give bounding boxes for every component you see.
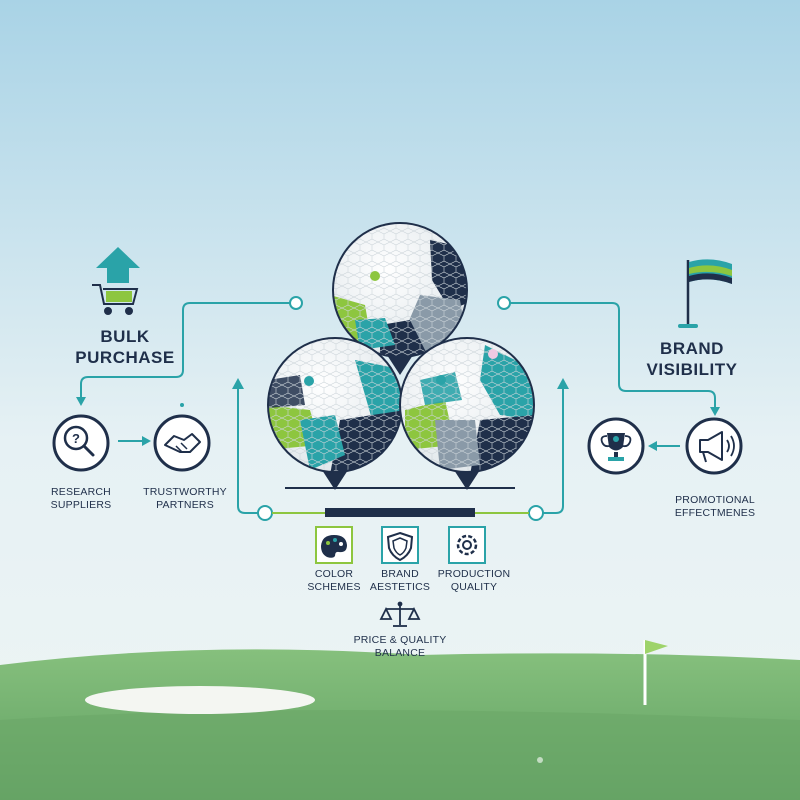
color-schemes-label: COLOR SCHEMES [300,568,368,594]
magnifier-question-icon: ? [52,414,110,472]
palette-icon [315,526,353,564]
scales-icon [379,601,421,627]
shield-icon [381,526,419,564]
handshake-icon [153,414,211,472]
connector-arrowheads [76,378,720,451]
platform-bar [325,508,475,517]
research-suppliers-label: RESEARCH SUPPLIERS [50,486,112,511]
price-quality-line1: PRICE & QUALITY [353,634,447,646]
brand-aestetics-line2: AESTETICS [369,581,431,593]
connector-nodes [257,296,544,521]
brand-aestetics-label: BRAND AESTETICS [364,568,436,594]
golf-ball-right [399,337,535,473]
sparkle [537,757,543,763]
bulk-purchase-line2: PURCHASE [75,348,175,367]
golf-ball-top [332,222,468,358]
up-arrow-icon [96,247,140,283]
bulk-purchase-line1: BULK [100,327,150,346]
bulk-purchase-title: BULK PURCHASE [70,326,180,368]
megaphone-icon [685,417,743,475]
gear-icon [448,526,486,564]
svg-text:?: ? [72,431,80,446]
production-quality-line1: PRODUCTION [437,568,511,580]
trophy-icon [587,417,645,475]
color-schemes-line2: SCHEMES [307,581,361,593]
color-schemes-line1: COLOR [314,568,354,580]
sand-bunker [85,686,315,714]
brand-visibility-line2: VISIBILITY [646,360,738,379]
fairway-foreground [0,710,800,800]
brand-aestetics-line1: BRAND [381,568,419,580]
tee-top [387,355,413,375]
partners-node-dot [180,403,184,407]
promotional-effectmenes-label: PROMOTIONAL EFFECTMENES [674,494,756,519]
flag-icon [678,259,732,328]
production-quality-label: PRODUCTION QUALITY [432,568,516,594]
trustworthy-partners-label: TRUSTWORTHY PARTNERS [143,486,227,511]
brand-visibility-title: BRAND VISIBILITY [632,338,752,380]
tee-right [454,470,480,490]
golf-ball-left [267,337,403,473]
golf-flag-background [643,640,668,705]
connector-lines [80,302,716,514]
production-quality-line2: QUALITY [450,581,498,593]
shopping-cart-icon [92,284,139,315]
tee-left [322,470,348,490]
brand-visibility-line1: BRAND [660,339,724,358]
price-quality-balance-label: PRICE & QUALITY BALANCE [340,634,460,660]
price-quality-line2: BALANCE [374,647,426,659]
